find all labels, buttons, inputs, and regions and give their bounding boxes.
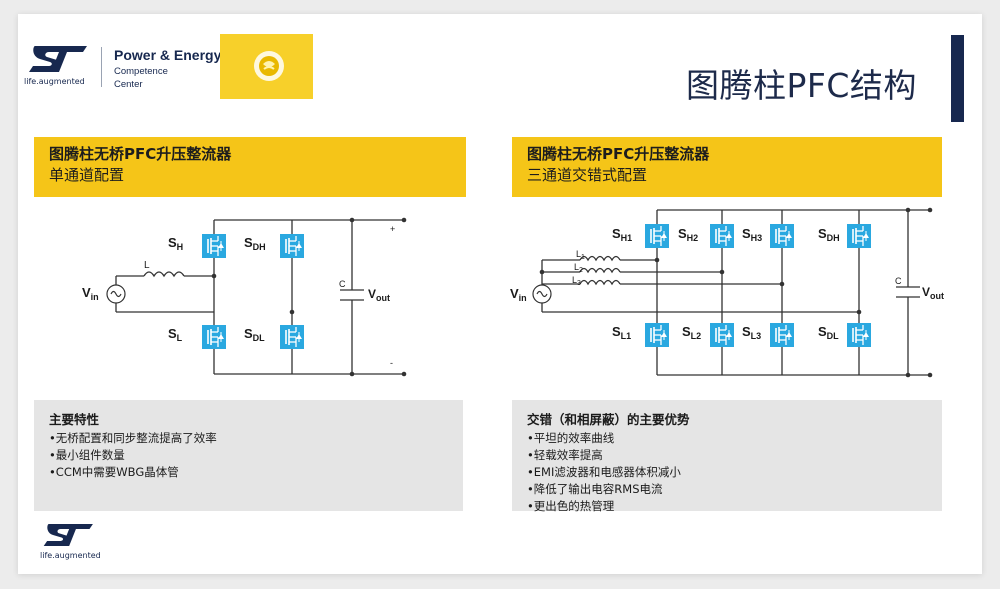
page-title: 图腾柱PFC结构 — [686, 66, 917, 105]
logo-tagline: life.augmented — [24, 77, 85, 86]
right-sl1-label: SL1 — [612, 324, 631, 341]
right-vin-label: Vin — [510, 286, 527, 303]
mosfet-sh3-icon — [769, 223, 795, 249]
right-title-box: 图腾柱无桥PFC升压整流器 三通道交错式配置 — [512, 137, 942, 197]
logo-divider — [101, 47, 102, 87]
left-feature-item: •CCM中需要WBG晶体管 — [49, 465, 179, 479]
right-l2-label: L2 — [574, 262, 583, 274]
left-feature-item: •最小组件数量 — [49, 448, 125, 462]
left-title-line2: 单通道配置 — [49, 166, 125, 184]
left-features-box: 主要特性 •无桥配置和同步整流提高了效率 •最小组件数量 •CCM中需要WBG晶… — [34, 400, 463, 511]
right-cap-label: C — [895, 276, 902, 286]
left-circuit-diagram: Vin L SH SDH SL SDL C Vout + - — [82, 217, 407, 377]
right-feature-item: •EMI滤波器和电感器体积减小 — [527, 465, 681, 479]
center-sub-1: Competence — [114, 66, 168, 77]
left-vin-label: Vin — [82, 285, 99, 302]
right-l3-label: L3 — [572, 275, 581, 287]
right-features-title: 交错（和相屏蔽）的主要优势 — [527, 412, 690, 427]
title-accent-bar — [951, 35, 964, 122]
mosfet-sh1-icon — [644, 223, 670, 249]
right-title-line2: 三通道交错式配置 — [527, 166, 648, 184]
right-sl3-label: SL3 — [742, 324, 761, 341]
right-sh2-label: SH2 — [678, 226, 698, 243]
right-feature-item: •更出色的热管理 — [527, 499, 615, 513]
left-minus-label: - — [390, 358, 393, 368]
st-logo-icon — [29, 46, 87, 72]
right-features-box: 交错（和相屏蔽）的主要优势 •平坦的效率曲线 •轻载效率提高 •EMI滤波器和电… — [512, 400, 942, 513]
left-sdh-label: SDH — [244, 235, 266, 252]
right-feature-item: •轻载效率提高 — [527, 448, 603, 462]
right-l1-label: L1 — [576, 249, 585, 261]
left-vout-label: Vout — [368, 287, 390, 303]
footer-logo-tagline: life.augmented — [40, 551, 101, 560]
right-feature-item: •降低了输出电容RMS电流 — [527, 482, 663, 496]
left-title-box: 图腾柱无桥PFC升压整流器 单通道配置 — [34, 137, 466, 197]
left-features-title: 主要特性 — [49, 412, 100, 427]
left-sl-label: SL — [168, 326, 183, 343]
right-sh3-label: SH3 — [742, 226, 762, 243]
center-sub-2: Center — [114, 79, 143, 90]
right-vout-label: Vout — [922, 285, 944, 301]
left-sdl-label: SDL — [244, 326, 265, 343]
left-plus-label: + — [390, 224, 395, 234]
right-sdh-label: SDH — [818, 226, 840, 243]
left-feature-item: •无桥配置和同步整流提高了效率 — [49, 431, 217, 445]
center-name: Power & Energy — [114, 47, 222, 63]
right-sl2-label: SL2 — [682, 324, 701, 341]
mosfet-sl1-icon — [644, 322, 670, 348]
mosfet-sdl-icon — [846, 322, 872, 348]
right-title-line1: 图腾柱无桥PFC升压整流器 — [527, 145, 710, 163]
slide: life.augmented Power & Energy Competence… — [18, 14, 982, 574]
mosfet-sh2-icon — [709, 223, 735, 249]
right-circuit-diagram: Vin L1 L2 L3 SH1 SH2 SH3 SDH SL1 SL2 SL3… — [510, 207, 944, 378]
energy-icon — [254, 51, 284, 81]
left-title-line1: 图腾柱无桥PFC升压整流器 — [49, 145, 232, 163]
mosfet-sl3-icon — [769, 322, 795, 348]
right-sdl-label: SDL — [818, 324, 839, 341]
left-inductor-label: L — [144, 260, 150, 271]
mosfet-sl2-icon — [709, 322, 735, 348]
right-feature-item: •平坦的效率曲线 — [527, 431, 615, 445]
left-sh-label: SH — [168, 235, 183, 252]
left-cap-label: C — [339, 279, 346, 289]
right-sh1-label: SH1 — [612, 226, 632, 243]
mosfet-sdh-icon — [846, 223, 872, 249]
footer-st-logo-icon — [43, 523, 93, 547]
